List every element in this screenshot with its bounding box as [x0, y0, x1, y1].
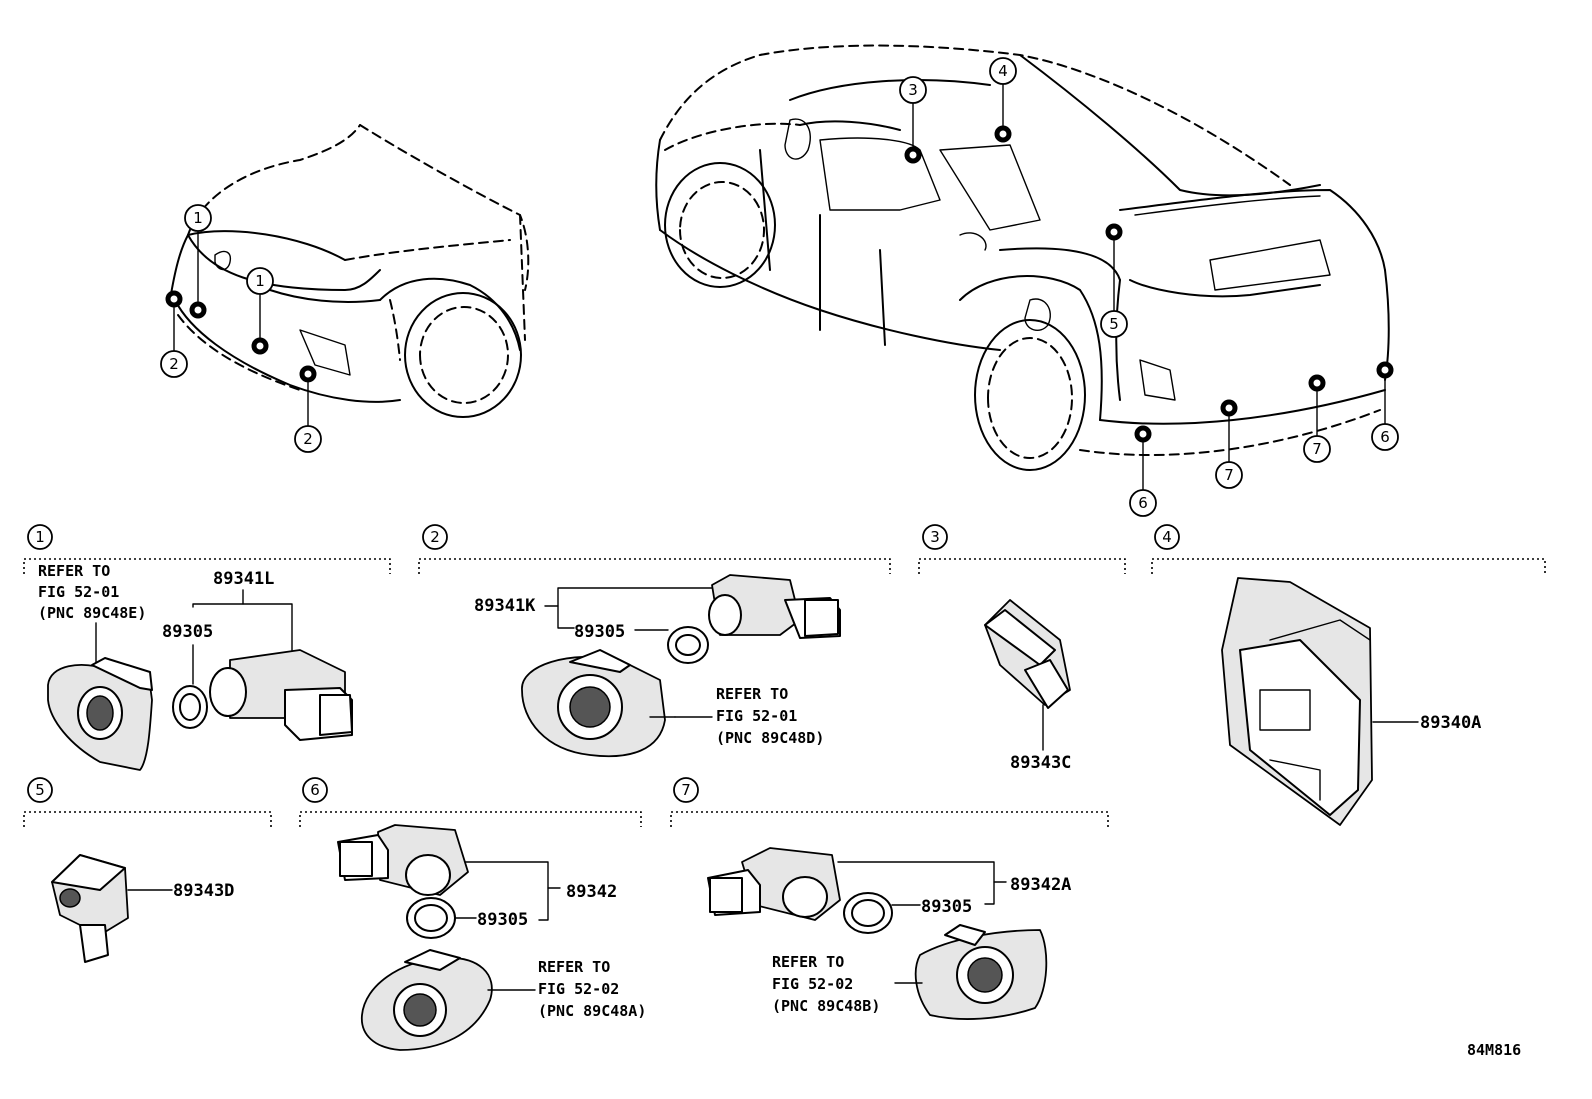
- section-7-number: 7: [681, 781, 691, 799]
- part-89342: 89342: [566, 882, 617, 902]
- front-vehicle-illustration: [169, 124, 530, 418]
- section-6-parts: 89342 89305 REFER TO FIG 52-02 (PNC 89C4…: [337, 824, 646, 1051]
- section-2-number: 2: [430, 528, 440, 546]
- callout-4: 4: [998, 62, 1008, 80]
- callout-2b: 2: [303, 430, 313, 448]
- note-2-line1: REFER TO: [716, 685, 788, 703]
- section-3-number: 3: [930, 528, 940, 546]
- part-89343C: 89343C: [1010, 753, 1071, 773]
- note-2-line3: (PNC 89C48D): [716, 729, 824, 747]
- callout-2a: 2: [169, 355, 179, 373]
- note-1-line1: REFER TO: [38, 562, 110, 580]
- note-7-line3: (PNC 89C48B): [772, 997, 880, 1015]
- part-89305-s2: 89305: [574, 622, 625, 642]
- section-3-parts: 89343C: [984, 599, 1071, 773]
- section-6-number: 6: [310, 781, 320, 799]
- note-7-line1: REFER TO: [772, 953, 844, 971]
- part-89340A: 89340A: [1420, 713, 1481, 733]
- callout-7b: 7: [1312, 440, 1322, 458]
- part-89305-s1: 89305: [162, 622, 213, 642]
- section-5-parts: 89343D: [51, 854, 234, 963]
- part-89341L: 89341L: [213, 569, 274, 589]
- note-2-line2: FIG 52-01: [716, 707, 797, 725]
- callout-7a: 7: [1224, 466, 1234, 484]
- figure-code: 84M816: [1467, 1041, 1521, 1059]
- section-1-number: 1: [35, 528, 45, 546]
- location-markers: 1 1 2 2 3 4 5 6 6: [160, 57, 1399, 517]
- callout-3: 3: [908, 81, 918, 99]
- note-6-line1: REFER TO: [538, 958, 610, 976]
- section-1-parts: REFER TO FIG 52-01 (PNC 89C48E) 89341L 8…: [38, 562, 353, 771]
- section-2-parts: 89341K 89305 REFER TO FIG 52-01 (PNC 89C…: [474, 574, 841, 758]
- section-headers: 1 2 3 4 5 6 7: [23, 524, 1546, 827]
- note-1-line3: (PNC 89C48E): [38, 604, 146, 622]
- part-89342A: 89342A: [1010, 875, 1071, 895]
- note-6-line3: (PNC 89C48A): [538, 1002, 646, 1020]
- part-89305-s6: 89305: [477, 910, 528, 930]
- part-89341K: 89341K: [474, 596, 536, 616]
- section-4-number: 4: [1162, 528, 1172, 546]
- callout-1a: 1: [193, 209, 203, 227]
- part-89305-s7: 89305: [921, 897, 972, 917]
- callout-6b: 6: [1380, 428, 1390, 446]
- callout-6a: 6: [1138, 494, 1148, 512]
- note-1-line2: FIG 52-01: [38, 583, 119, 601]
- callout-5: 5: [1109, 315, 1119, 333]
- section-5-number: 5: [35, 781, 45, 799]
- note-7-line2: FIG 52-02: [772, 975, 853, 993]
- part-89343D: 89343D: [173, 881, 234, 901]
- note-6-line2: FIG 52-02: [538, 980, 619, 998]
- callout-1b: 1: [255, 272, 265, 290]
- section-7-parts: 89342A 89305 REFER TO FIG 52-02 (PNC 89C…: [707, 847, 1071, 1020]
- rear-vehicle-illustration: [655, 44, 1390, 471]
- section-4-parts: 89340A: [1221, 577, 1481, 826]
